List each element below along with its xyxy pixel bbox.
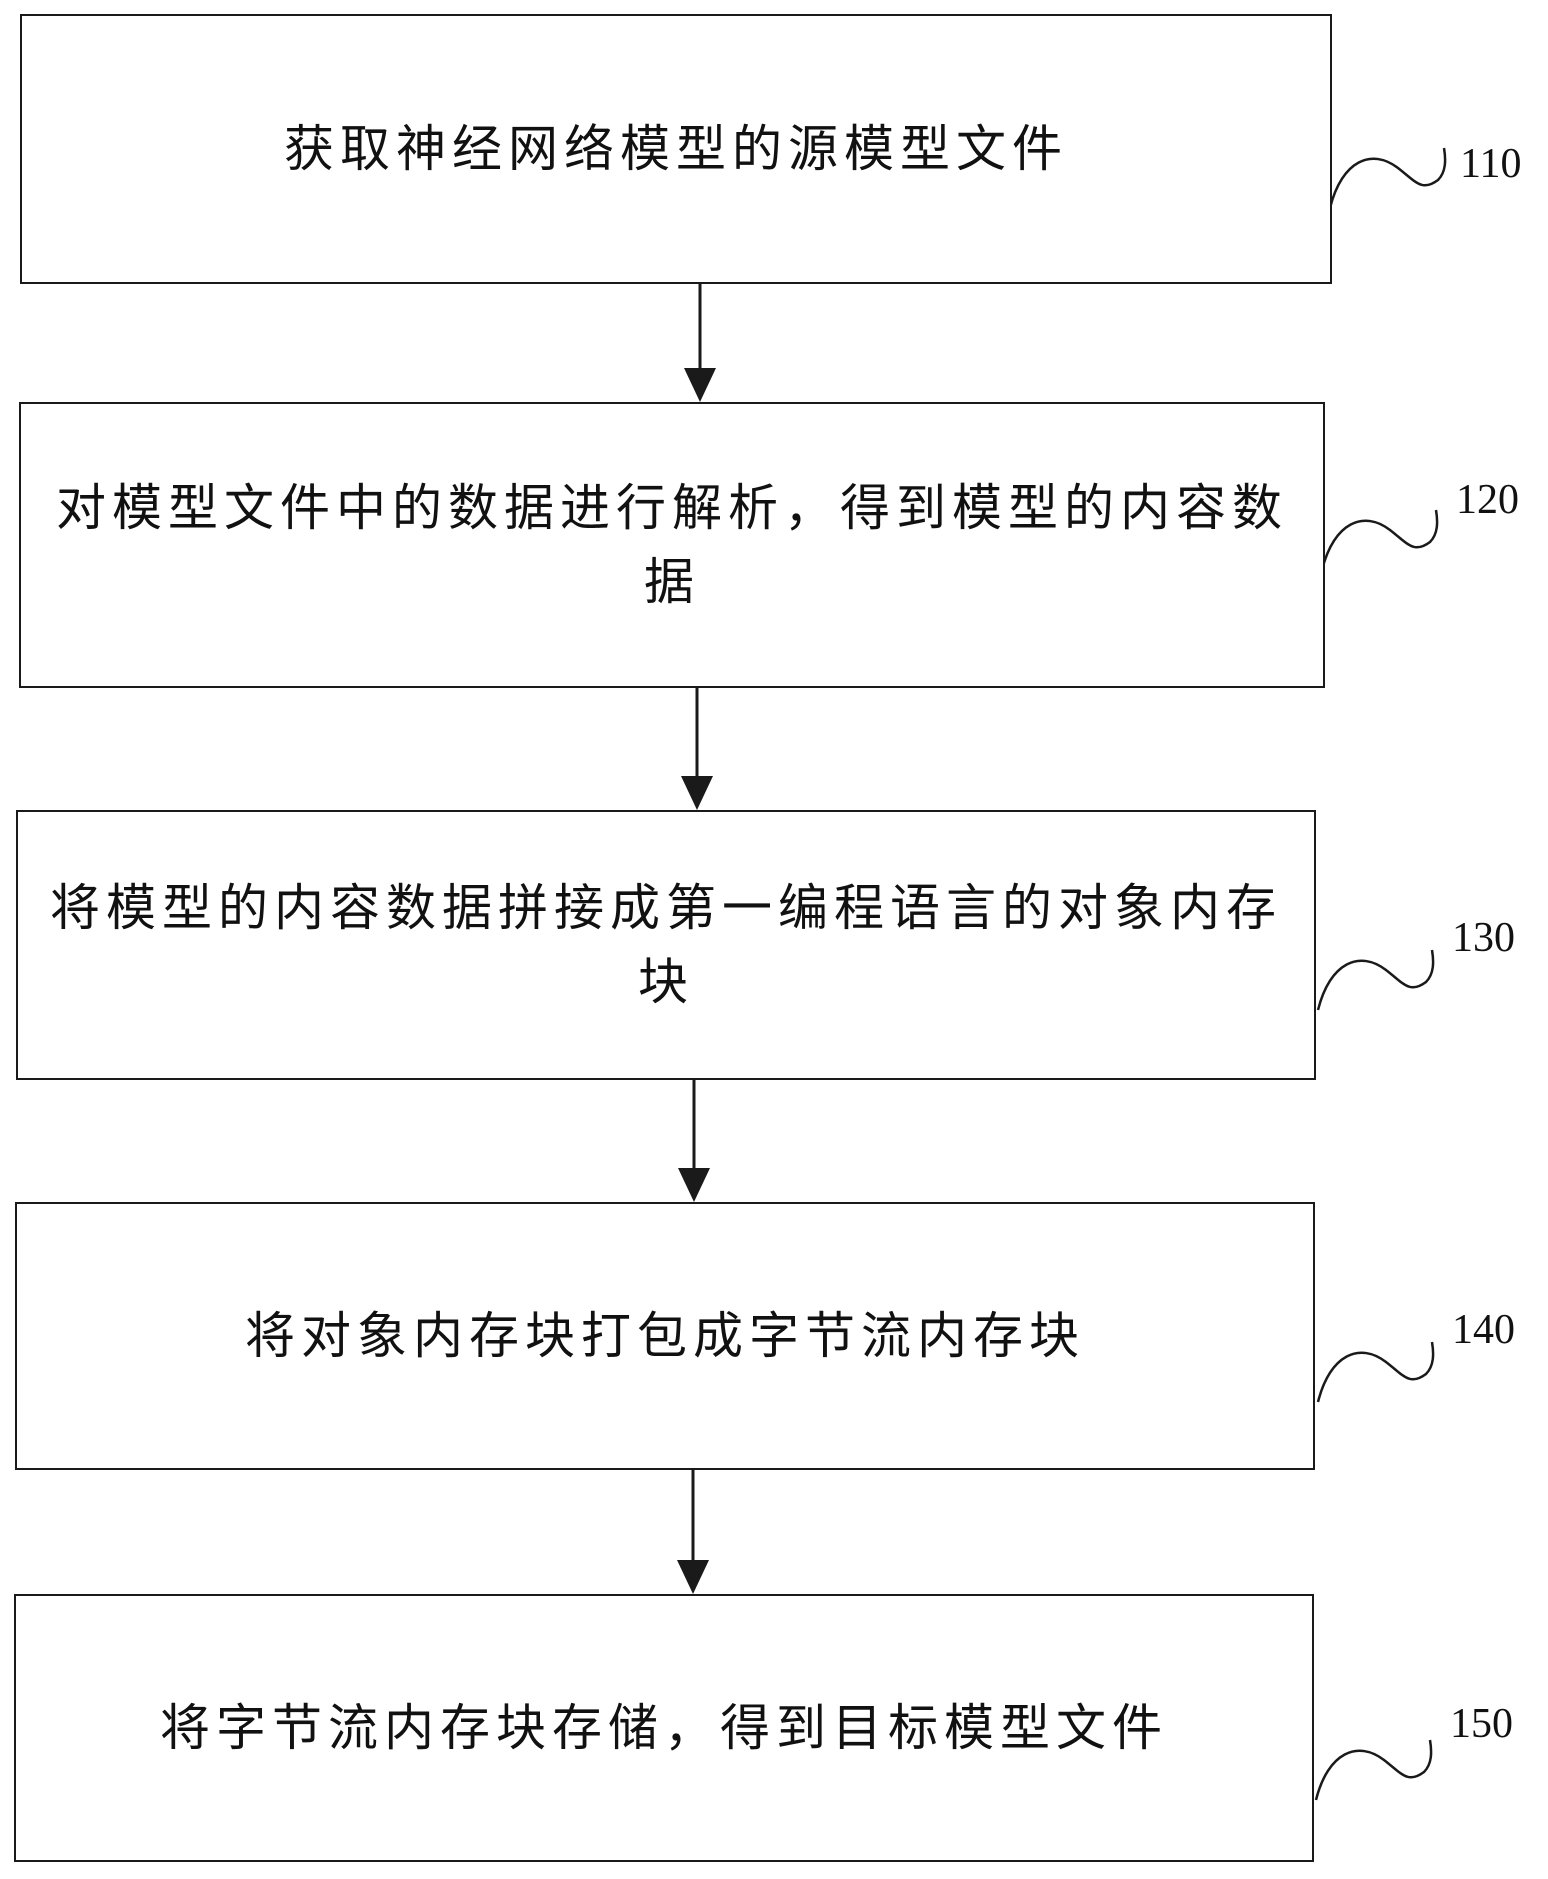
step-label-130: 130	[1452, 915, 1515, 961]
step-box-120: 对模型文件中的数据进行解析，得到模型的内容数据	[19, 402, 1325, 688]
arrow-120-to-130	[681, 688, 713, 810]
step-label-140: 140	[1452, 1307, 1515, 1353]
step-label-110: 110	[1460, 141, 1522, 187]
step-text-120: 对模型文件中的数据进行解析，得到模型的内容数据	[56, 479, 1288, 611]
leader-line-110	[1328, 147, 1447, 209]
step-label-150: 150	[1450, 1701, 1513, 1747]
step-box-110: 获取神经网络模型的源模型文件	[20, 14, 1332, 284]
leader-line-140	[1316, 1341, 1435, 1403]
leader-line-130	[1316, 949, 1435, 1011]
step-box-130: 将模型的内容数据拼接成第一编程语言的对象内存块	[16, 810, 1316, 1080]
step-text-140: 将对象内存块打包成字节流内存块	[245, 1307, 1085, 1365]
arrow-130-to-140	[678, 1080, 710, 1202]
leader-line-120	[1320, 509, 1439, 571]
arrow-140-to-150	[677, 1470, 709, 1594]
step-box-150: 将字节流内存块存储，得到目标模型文件	[14, 1594, 1314, 1862]
step-label-120: 120	[1456, 477, 1519, 523]
arrow-110-to-120	[684, 284, 716, 402]
step-box-140: 将对象内存块打包成字节流内存块	[15, 1202, 1315, 1470]
leader-line-150	[1314, 1739, 1433, 1801]
step-text-150: 将字节流内存块存储，得到目标模型文件	[160, 1699, 1168, 1757]
step-text-130: 将模型的内容数据拼接成第一编程语言的对象内存块	[50, 879, 1282, 1011]
step-text-110: 获取神经网络模型的源模型文件	[284, 120, 1068, 178]
